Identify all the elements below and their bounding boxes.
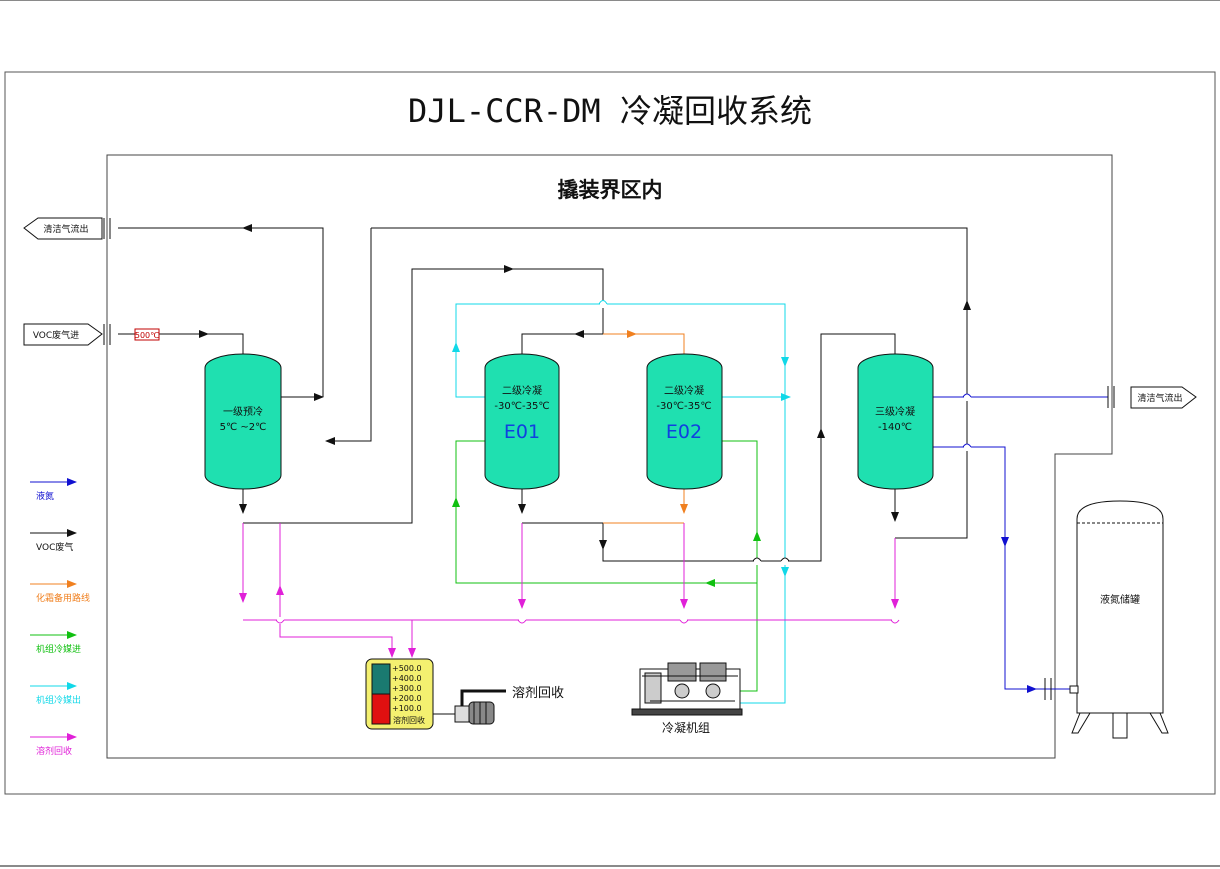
legend-label: 机组冷媒进 [36, 643, 81, 655]
legend-label: 机组冷媒出 [36, 694, 81, 706]
solvent-level-label: +500.0 [392, 664, 422, 673]
svg-text:溶剂回收: 溶剂回收 [393, 715, 425, 725]
legend-item: VOC废气 [30, 529, 77, 553]
zone-label: 撬装界区内 [558, 178, 663, 202]
svg-text:三级冷凝: 三级冷凝 [875, 405, 915, 418]
legend-label: 液氮 [36, 490, 54, 502]
condensing-unit: 冷凝机组 [631, 662, 743, 735]
svg-text:一级预冷: 一级预冷 [223, 405, 263, 418]
vessel-e02: 二级冷凝 -30℃-35℃ E02 [646, 353, 723, 490]
outer-frame [4, 71, 1216, 795]
vessel-precool: 一级预冷 5℃ ~2℃ [204, 353, 282, 490]
legend-item: 机组冷媒出 [30, 682, 81, 706]
skid-boundary [106, 154, 1113, 759]
svg-text:-140℃: -140℃ [878, 422, 912, 433]
crossing-arcs [275, 300, 972, 624]
svg-text:二级冷凝: 二级冷凝 [502, 384, 542, 397]
svg-text:5℃ ~2℃: 5℃ ~2℃ [220, 422, 267, 433]
legend-item: 溶剂回收 [30, 733, 77, 757]
solvent-level-label: +400.0 [392, 674, 422, 683]
svg-text:二级冷凝: 二级冷凝 [664, 384, 704, 397]
solvent-level-label: +200.0 [392, 694, 422, 703]
ln2-pipes [933, 396, 1108, 693]
ln2-storage-tank: 液氮储罐 [1069, 500, 1169, 739]
svg-text:500℃: 500℃ [135, 331, 159, 340]
svg-text:VOC废气进: VOC废气进 [33, 329, 79, 341]
solvent-tank: +500.0+400.0+300.0+200.0+100.0 溶剂回收 [365, 658, 434, 730]
flanges [103, 218, 1115, 700]
crossings [277, 301, 971, 624]
solvent-level-labels: +500.0+400.0+300.0+200.0+100.0 [392, 664, 422, 713]
legend-item: 机组冷媒进 [30, 631, 81, 655]
legend-label: 化霜备用路线 [36, 592, 90, 604]
svg-text:E02: E02 [666, 421, 702, 443]
svg-text:-30℃-35℃: -30℃-35℃ [656, 401, 711, 412]
svg-text:E01: E01 [504, 421, 540, 443]
svg-text:冷凝机组: 冷凝机组 [662, 720, 710, 735]
voc-inlet: VOC废气进 [23, 323, 103, 346]
defrost-pipes [603, 330, 688, 524]
vessel-stage3: 三级冷凝 -140℃ [857, 353, 934, 490]
legend-item: 化霜备用路线 [30, 580, 90, 604]
clean-gas-out-2: 清洁气流出 [1130, 386, 1197, 409]
svg-text:-30℃-35℃: -30℃-35℃ [494, 401, 549, 412]
clean-gas-out-1: 清洁气流出 [23, 217, 103, 240]
svg-text:清洁气流出: 清洁气流出 [1137, 392, 1182, 404]
vessel-e01: 二级冷凝 -30℃-35℃ E01 [484, 353, 560, 490]
solvent-pump: 溶剂回收 [433, 686, 564, 725]
svg-text:清洁气流出: 清洁气流出 [43, 223, 88, 235]
page-title: DJL-CCR-DM 冷凝回收系统 [408, 92, 812, 130]
solvent-level-label: +300.0 [392, 684, 422, 693]
legend-label: 溶剂回收 [36, 745, 72, 757]
temperature-tag: 500℃ [134, 328, 160, 341]
svg-text:液氮储罐: 液氮储罐 [1100, 593, 1140, 606]
solvent-level-label: +100.0 [392, 704, 422, 713]
voc-pipes [118, 224, 971, 562]
svg-text:溶剂回收: 溶剂回收 [512, 686, 564, 701]
legend-label: VOC废气 [36, 541, 73, 553]
legend-item: 液氮 [30, 478, 77, 502]
solvent-pipes [239, 523, 899, 658]
coolant-in-pipes [452, 440, 761, 692]
coolant-out-pipes [452, 303, 791, 704]
